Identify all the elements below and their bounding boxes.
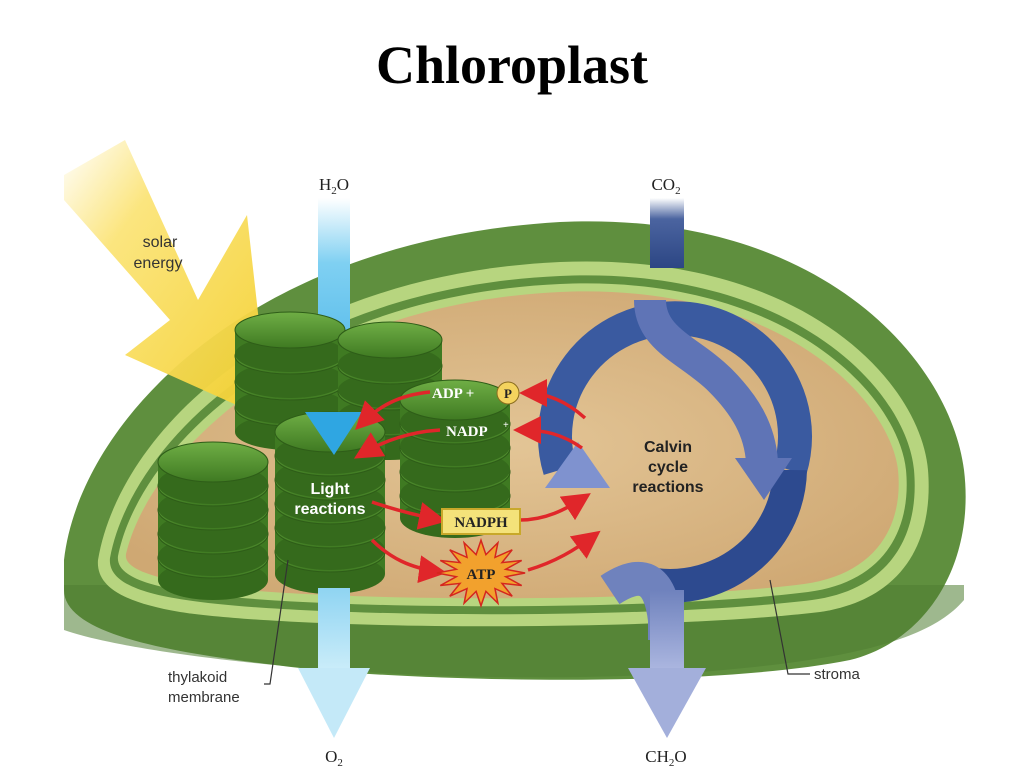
carbohydrate-arrow [628,590,706,738]
water-label: H2O [319,175,349,197]
phosphate-label: P [504,386,512,401]
stroma-label: stroma [814,666,861,683]
oxygen-label: O2 [325,747,343,768]
solar-label-line1: solar [143,234,178,251]
thylakoid-disc [234,311,346,349]
calvin-label-line1: Calvin [644,439,692,456]
calvin-label-line2: cycle [648,459,688,476]
adp-p-label: ADP + P [432,381,520,405]
thylakoid-disc [157,441,269,483]
calvin-label-line3: reactions [632,479,703,496]
thylakoid-label-line1: thylakoid [168,669,227,686]
granum-left [157,441,269,600]
water-arrowhead [305,412,362,455]
carbohydrate-label: CH2O [645,747,686,768]
light-label-line2: reactions [294,501,365,518]
nadp-superscript: + [503,420,509,431]
atp-label: ATP [467,567,496,583]
thylakoid-leader-line [264,559,289,685]
solar-label-line2: energy [134,255,183,272]
oxygen-arrow [298,588,370,738]
solar-energy-arrow: solar energy [64,140,270,420]
atp-burst: ATP [436,537,526,609]
nadph-label: NADPH [454,515,508,531]
nadp-label-group: NADP + [446,420,509,440]
page-title: Chloroplast [375,35,649,95]
nadph-box: NADPH [441,508,521,535]
thylakoid-disc [337,321,443,359]
co2-label: CO2 [651,175,680,197]
stroma-leader-line [769,579,810,675]
reaction-arrows [353,379,601,584]
adp-label: ADP + [432,386,474,402]
light-label-line1: Light [310,481,350,498]
nadp-label: NADP [446,424,488,440]
co2-arrow [650,198,684,268]
thylakoid-label-line2: membrane [168,689,240,706]
